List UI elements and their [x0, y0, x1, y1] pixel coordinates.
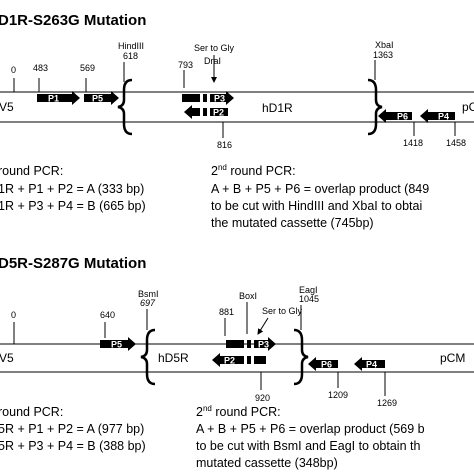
top-xbai: XbaI: [375, 40, 394, 50]
top-pos-569: 569: [80, 63, 95, 73]
top-primer-p5: P5: [84, 91, 119, 105]
svg-text:P2: P2: [213, 108, 224, 118]
bottom-primer-p2: P2: [212, 353, 266, 367]
bottom-pos-1209: 1209: [328, 390, 348, 400]
bottom-pos-1269: 1269: [377, 398, 397, 408]
top-pos-1418: 1418: [403, 138, 423, 148]
bottom-title: D5R-S287G Mutation: [0, 255, 146, 272]
top-pos-618: 618: [123, 51, 138, 61]
bottom-second-round-line1: A + B + P5 + P6 = overlap product (569 b: [196, 422, 425, 436]
bottom-mutation-label: Ser to Gly: [262, 306, 303, 316]
top-second-round-head: 2nd round PCR:: [211, 163, 296, 178]
bottom-eagi: EagI: [299, 285, 318, 295]
top-primer-p2: P2: [184, 105, 228, 119]
bottom-vector-left: V5: [0, 351, 14, 365]
top-second-round-line3: the mutated cassette (745bp): [211, 216, 374, 230]
bottom-right-bracket: [293, 328, 309, 386]
bottom-mutation-arrow: [257, 317, 269, 335]
bottom-pos-0: 0: [11, 310, 16, 320]
bottom-pos-697: 697: [140, 298, 156, 308]
bottom-primer-p3: P3: [226, 337, 276, 351]
svg-text:P6: P6: [397, 112, 408, 122]
bottom-pos-640: 640: [100, 310, 115, 320]
svg-text:P3: P3: [258, 340, 269, 350]
top-second-round-line2: to be cut with HindIII and XbaI to obtai: [211, 199, 422, 213]
top-right-bracket: [367, 78, 383, 136]
bottom-pos-1045: 1045: [299, 294, 319, 304]
bottom-pos-881: 881: [219, 307, 234, 317]
top-plasmid-backbone: [0, 91, 474, 123]
bottom-second-round-line2: to be cut with BsmI and EagI to obtain t…: [196, 439, 420, 453]
top-pos-483: 483: [33, 63, 48, 73]
svg-text:P5: P5: [111, 340, 122, 350]
bottom-left-bracket: [140, 328, 156, 386]
top-mutation-label: Ser to Gly: [194, 43, 235, 53]
bottom-gene-label: hD5R: [158, 351, 189, 365]
bottom-primer-p4: P4: [354, 357, 385, 371]
top-hindiii: HindIII: [118, 41, 144, 51]
bottom-bsmi: BsmI: [138, 289, 159, 299]
bottom-second-round-line3: mutated cassette (348bp): [196, 456, 338, 470]
bottom-pos-920: 920: [255, 393, 270, 403]
top-gene-label: hD1R: [262, 101, 293, 115]
bottom-second-round-head: 2nd round PCR:: [196, 404, 281, 419]
svg-text:P2: P2: [224, 356, 235, 366]
top-vector-left: V5: [0, 100, 14, 114]
bottom-primer-p6: P6: [308, 357, 338, 371]
top-pos-1363: 1363: [373, 50, 393, 60]
bottom-boxi: BoxI: [239, 291, 257, 301]
top-primer-p6: P6: [378, 109, 412, 123]
top-first-round-line1: 1R + P1 + P2 = A (333 bp): [0, 182, 144, 196]
svg-text:P4: P4: [438, 112, 449, 122]
svg-text:P3: P3: [214, 94, 225, 104]
bottom-first-round-line1: 5R + P1 + P2 = A (977 bp): [0, 422, 144, 436]
top-second-round-line1: A + B + P5 + P6 = overlap product (849: [211, 182, 429, 196]
top-first-round-head: round PCR:: [0, 164, 63, 178]
top-pos-0: 0: [11, 65, 16, 75]
top-pos-793: 793: [178, 60, 193, 70]
top-primer-p1: P1: [37, 91, 80, 105]
top-primer-p4: P4: [420, 109, 455, 123]
svg-text:P1: P1: [48, 94, 59, 104]
top-primer-p3: P3: [182, 91, 234, 105]
top-title: D1R-S263G Mutation: [0, 12, 146, 29]
svg-text:P5: P5: [92, 94, 103, 104]
top-pos-816: 816: [217, 140, 232, 150]
bottom-vector-right: pCM: [440, 351, 465, 365]
svg-text:P4: P4: [366, 360, 377, 370]
top-dral: DraI: [204, 56, 221, 66]
top-left-bracket: [117, 78, 133, 136]
svg-text:P6: P6: [321, 360, 332, 370]
bottom-primer-p5: P5: [100, 337, 136, 351]
bottom-first-round-head: round PCR:: [0, 405, 63, 419]
bottom-first-round-line2: 5R + P3 + P4 = B (388 bp): [0, 439, 146, 453]
top-vector-right: pC: [462, 100, 474, 114]
top-first-round-line2: 1R + P3 + P4 = B (665 bp): [0, 199, 146, 213]
top-pos-1458: 1458: [446, 138, 466, 148]
